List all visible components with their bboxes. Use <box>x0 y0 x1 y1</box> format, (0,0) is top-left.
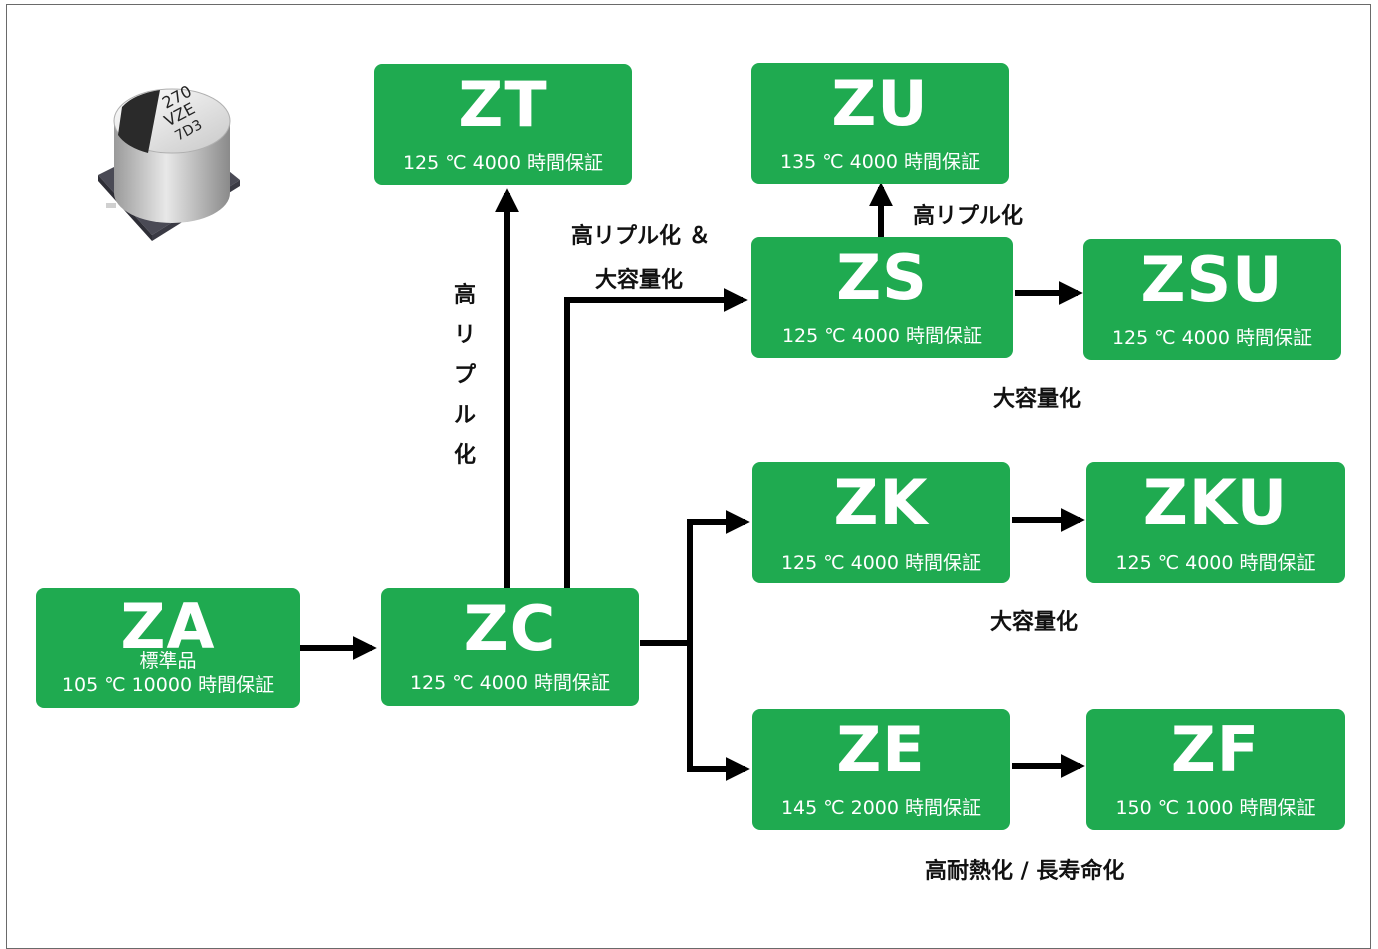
box-zt: ZT 125 ℃ 4000 時間保証 <box>374 64 632 185</box>
box-zt-spec: 125 ℃ 4000 時間保証 <box>402 152 604 174</box>
box-ze-name: ZE <box>836 713 926 786</box>
box-zku-name: ZKU <box>1142 466 1289 539</box>
box-zk-name: ZK <box>833 466 929 539</box>
box-za-spec: 105 ℃ 10000 時間保証 <box>61 674 275 696</box>
box-zf: ZF 150 ℃ 1000 時間保証 <box>1086 709 1345 830</box>
box-zk: ZK 125 ℃ 4000 時間保証 <box>752 462 1010 583</box>
label-zc-zt-char: プ <box>453 363 476 388</box>
box-zu-spec: 135 ℃ 4000 時間保証 <box>779 151 981 173</box>
label-zc-zt: 高 リ プ ル 化 <box>450 276 480 476</box>
box-zt-name: ZT <box>458 68 548 141</box>
label-zc-zs-line1: 高リプル化 ＆ <box>571 224 711 249</box>
box-zc-name: ZC <box>463 592 557 665</box>
box-zsu-spec: 125 ℃ 4000 時間保証 <box>1111 327 1313 349</box>
label-zc-zt-char: リ <box>453 323 476 348</box>
box-zku: ZKU 125 ℃ 4000 時間保証 <box>1086 462 1345 583</box>
box-zu: ZU 135 ℃ 4000 時間保証 <box>751 63 1009 184</box>
box-zsu: ZSU 125 ℃ 4000 時間保証 <box>1083 239 1341 360</box>
box-zsu-name: ZSU <box>1140 243 1284 316</box>
box-zc: ZC 125 ℃ 4000 時間保証 <box>381 588 639 706</box>
box-zf-spec: 150 ℃ 1000 時間保証 <box>1115 797 1316 819</box>
label-zc-zs-line2: 大容量化 <box>595 268 684 293</box>
capacitor-illustration: 270 VZE 7D3 <box>98 81 240 241</box>
arrow-zc-zs <box>564 288 748 588</box>
box-za: ZA 標準品 105 ℃ 10000 時間保証 <box>36 588 300 708</box>
label-zs-zu: 高リプル化 <box>913 204 1024 229</box>
box-zc-spec: 125 ℃ 4000 時間保証 <box>409 672 611 694</box>
box-zu-name: ZU <box>831 67 929 140</box>
label-zc-zt-char: 化 <box>453 443 476 468</box>
label-zc-zt-char: ル <box>453 403 476 428</box>
box-zs-name: ZS <box>836 241 928 314</box>
box-zs: ZS 125 ℃ 4000 時間保証 <box>751 237 1013 358</box>
box-ze: ZE 145 ℃ 2000 時間保証 <box>752 709 1010 830</box>
label-ze-zf: 高耐熱化 / 長寿命化 <box>925 859 1125 884</box>
box-zs-spec: 125 ℃ 4000 時間保証 <box>781 325 983 347</box>
label-zk-zku: 大容量化 <box>990 610 1079 635</box>
label-zc-zt-char: 高 <box>453 283 476 308</box>
box-zk-spec: 125 ℃ 4000 時間保証 <box>780 552 982 574</box>
box-za-sub: 標準品 <box>139 650 197 672</box>
box-za-name: ZA <box>120 590 216 663</box>
box-zku-spec: 125 ℃ 4000 時間保証 <box>1115 552 1316 574</box>
label-zs-zsu: 大容量化 <box>993 387 1082 412</box>
box-ze-spec: 145 ℃ 2000 時間保証 <box>780 797 982 819</box>
box-zf-name: ZF <box>1170 713 1261 786</box>
